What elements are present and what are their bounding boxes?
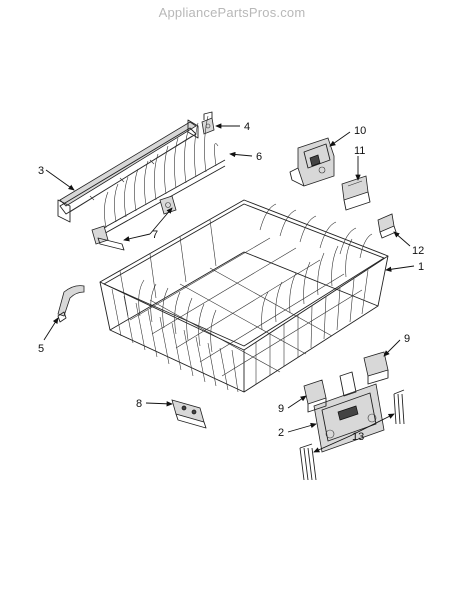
part-13-wire-clips — [299, 389, 405, 481]
callout-6: 6 — [256, 151, 262, 163]
part-11-clip — [341, 175, 371, 211]
callout-11: 11 — [354, 145, 365, 157]
callout-2: 2 — [278, 427, 284, 439]
part-3-rack-rail — [57, 119, 199, 223]
callout-12: 12 — [412, 245, 424, 257]
callout-1: 1 — [418, 261, 424, 273]
part-1-upper-rack — [99, 199, 389, 393]
callout-8: 8 — [136, 398, 142, 410]
part-9-clips — [303, 351, 389, 413]
part-12-bracket — [377, 213, 397, 239]
callout-4: 4 — [244, 121, 250, 133]
part-4-clip — [201, 111, 215, 135]
callout-3: 3 — [38, 165, 44, 177]
part-10-bracket — [289, 137, 335, 187]
callout-9-left: 9 — [278, 403, 284, 415]
part-6-tine-row — [99, 115, 226, 237]
part-5-clip — [57, 285, 85, 323]
callout-9-right: 9 — [404, 333, 410, 345]
callout-leaders — [43, 123, 415, 453]
callout-labels: 3 4 6 7 10 11 12 1 5 8 9 9 2 13 — [38, 121, 424, 443]
callout-5: 5 — [38, 343, 44, 355]
callout-7: 7 — [152, 229, 158, 241]
callout-13: 13 — [352, 431, 364, 443]
watermark-text: AppliancePartsPros.com — [158, 5, 306, 20]
part-8-adjuster — [171, 399, 207, 429]
part-2-adjuster-assembly — [313, 371, 385, 453]
callout-10: 10 — [354, 125, 366, 137]
